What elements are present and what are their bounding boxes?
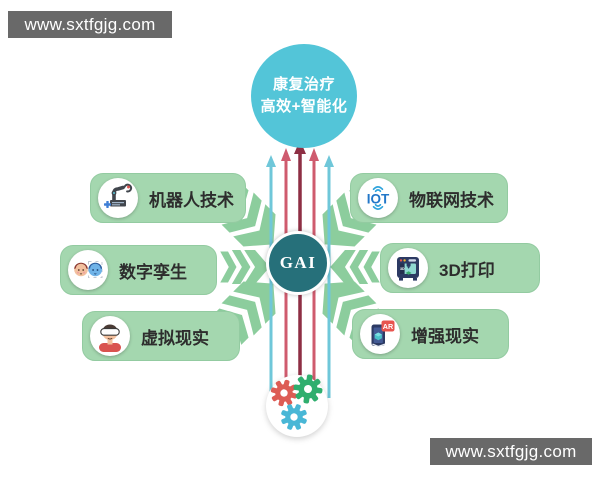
- gai-center-node: GAI: [266, 231, 330, 295]
- node-label: 虚拟现实: [141, 328, 209, 348]
- node-label: 数字孪生: [119, 262, 187, 282]
- node-label: 物联网技术: [409, 190, 494, 210]
- node-virtual-reality: 虚拟现实: [82, 311, 240, 361]
- iot-icon-text: IOT: [367, 192, 390, 207]
- node-label: 3D打印: [439, 260, 495, 280]
- node-augmented-reality: AR 增强现实: [352, 309, 509, 359]
- iot-icon: IOT: [358, 178, 398, 218]
- watermark-top-left: www.sxtfgjg.com: [8, 11, 172, 38]
- gears-icon: [266, 372, 328, 437]
- watermark-bottom-right: www.sxtfgjg.com: [430, 438, 592, 465]
- digital-twin-icon: [68, 250, 108, 290]
- node-robot-technology: 机器人技术: [90, 173, 246, 223]
- goal-line2: 高效+智能化: [260, 98, 348, 115]
- printer-3d-icon: 3D: [388, 248, 428, 288]
- node-label: 机器人技术: [149, 190, 234, 210]
- node-3d-printing: 3D 3D打印: [380, 243, 540, 293]
- ar-phone-icon: AR: [360, 314, 400, 354]
- node-digital-twin: 数字孪生: [60, 245, 217, 295]
- ar-icon-text: AR: [383, 322, 394, 331]
- gai-label: GAI: [279, 253, 317, 272]
- chevron-arrow-right: [330, 250, 380, 284]
- node-label: 增强现实: [411, 326, 479, 346]
- goal-line1: 康复治疗: [272, 76, 335, 94]
- printer-3d-icon-text: 3D: [400, 267, 405, 271]
- vr-headset-icon: [90, 316, 130, 356]
- node-iot-technology: IOT 物联网技术: [350, 173, 508, 223]
- robot-arm-icon: [98, 178, 138, 218]
- goal-circle: 康复治疗 高效+智能化: [251, 44, 357, 148]
- chevron-arrow-left: [220, 250, 270, 284]
